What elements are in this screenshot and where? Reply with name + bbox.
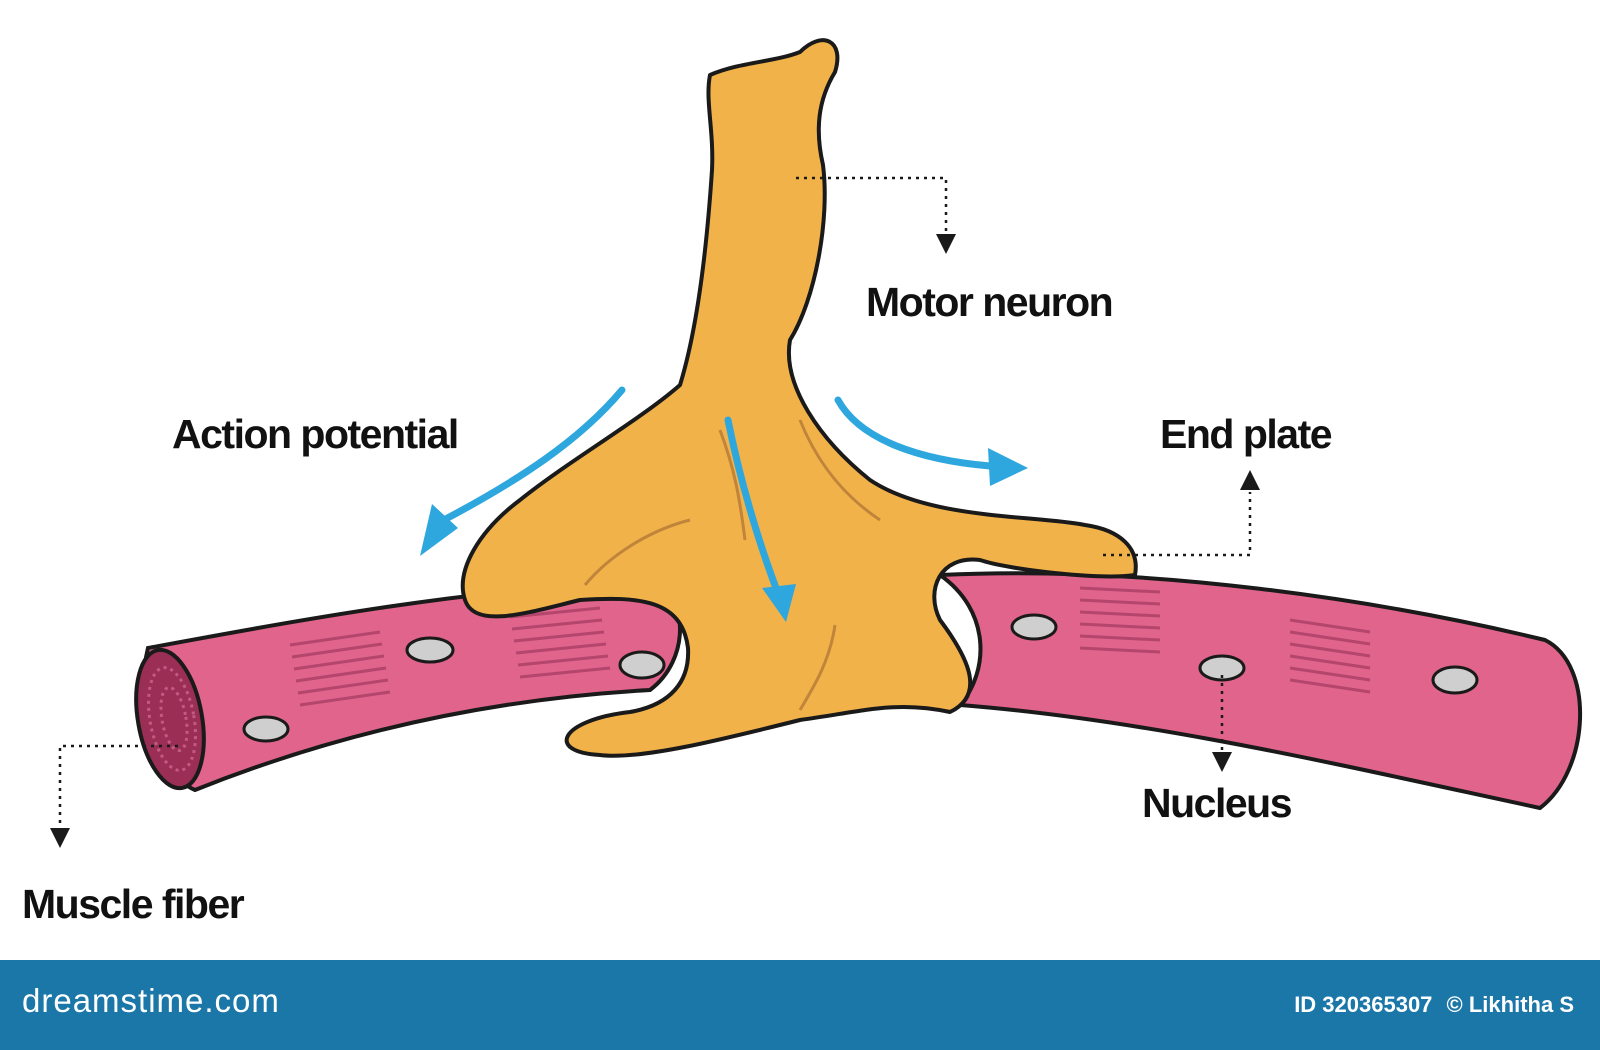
striations-right-1 [1079,586,1161,654]
arrowhead-right [988,448,1028,486]
footer-logo[interactable]: dreamstime.com [22,982,280,1019]
nucleus-left-2 [405,636,455,664]
arrowhead-left [420,504,458,556]
arrowhead-motor [936,234,956,254]
footer-credit: ID 320365307 © Likhitha S [1286,992,1574,1018]
muscle-fiber-right [934,571,1583,811]
nucleus-left-3 [618,650,666,680]
striations-right-2 [1289,618,1371,694]
leader-end-plate [1103,492,1252,557]
nucleus-right-1 [1010,613,1058,641]
leader-motor-neuron [796,176,948,232]
striations-left-2 [509,606,611,679]
arrow-center-curve [724,416,780,592]
leader-lines [58,176,1252,826]
arrowhead-muscle [50,828,70,848]
muscle-fiber-label: Muscle fiber [22,881,245,927]
striations-left-1 [289,630,391,707]
nucleus-right-3 [1431,665,1479,695]
watermark-footer: dreamstime.com ID 320365307 © Likhitha S [0,960,1600,1050]
muscle-fiber-left [134,577,682,793]
image-id: ID 320365307 [1294,992,1433,1017]
neuron-fold-2 [583,518,691,586]
motor-neuron-label: Motor neuron [866,279,1114,325]
arrow-left-curve [436,386,626,526]
action-potential-label: Action potential [172,411,459,457]
action-potential-arrowheads [420,448,1028,622]
fiber-end-rings [147,666,197,772]
action-potential-arrows [436,386,994,592]
neuromuscular-junction-illustration [50,38,1583,848]
neuron-fold-3 [798,624,837,711]
arrowhead-endplate [1240,470,1260,490]
end-plate-label: End plate [1160,411,1333,457]
motor-neuron [460,38,1138,758]
leader-arrowheads [50,234,1260,848]
copyright-author: © Likhitha S [1446,992,1574,1017]
arrowhead-center [762,584,796,622]
fiber-cut-end [134,647,206,791]
neuron-fold-1 [798,419,881,522]
arrow-right-curve [834,396,994,470]
nucleus-left-1 [242,715,290,743]
nucleus-label: Nucleus [1142,780,1293,826]
nucleus-right-2 [1198,654,1246,682]
diagram-canvas: Motor neuron Action potential End plate … [22,38,1583,927]
arrowhead-nucleus [1212,752,1232,772]
neuron-fold-4 [718,429,747,541]
